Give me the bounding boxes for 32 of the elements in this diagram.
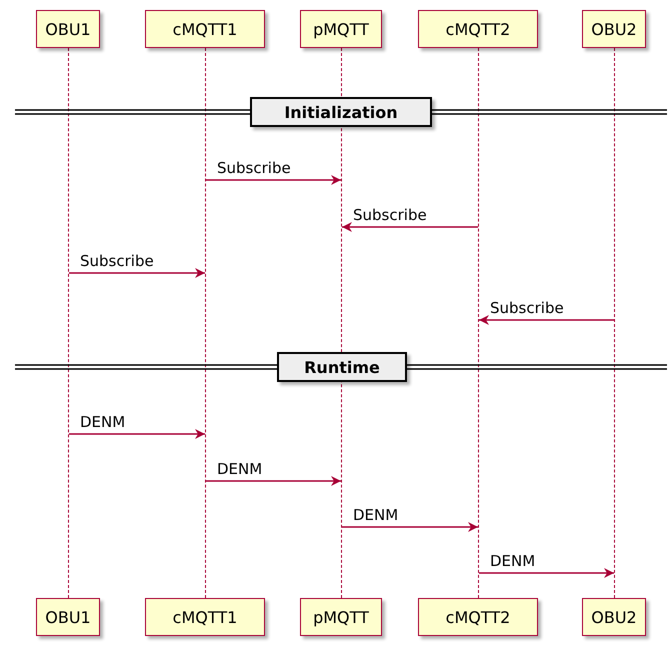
- message-label: Subscribe: [353, 206, 427, 224]
- participant-box: OBU1: [36, 598, 100, 636]
- message-label: DENM: [490, 552, 536, 570]
- message-arrow: [479, 568, 614, 578]
- message-label: DENM: [80, 413, 126, 431]
- lifeline: [205, 48, 206, 598]
- participant-box: cMQTT1: [145, 10, 265, 48]
- lifeline: [478, 48, 479, 598]
- message-label: Subscribe: [490, 299, 564, 317]
- participant-box: cMQTT2: [418, 10, 538, 48]
- message-label: Subscribe: [80, 252, 154, 270]
- message-arrow: [206, 175, 341, 185]
- message-arrow: [206, 476, 341, 486]
- message-arrow: [479, 315, 614, 325]
- message-arrow: [342, 222, 478, 232]
- lifeline: [68, 48, 69, 598]
- section-header: Initialization: [250, 97, 432, 127]
- participant-box: OBU2: [582, 10, 646, 48]
- message-arrow: [69, 429, 205, 439]
- participant-box: OBU2: [582, 598, 646, 636]
- participant-box: pMQTT: [300, 598, 382, 636]
- message-label: Subscribe: [217, 159, 291, 177]
- participant-box: OBU1: [36, 10, 100, 48]
- message-label: DENM: [217, 460, 262, 478]
- message-arrow: [342, 522, 478, 532]
- message-arrow: [69, 268, 205, 278]
- message-label: DENM: [353, 506, 398, 524]
- lifeline: [614, 48, 615, 598]
- participant-box: pMQTT: [300, 10, 382, 48]
- section-header: Runtime: [277, 352, 407, 382]
- participant-box: cMQTT1: [145, 598, 265, 636]
- participant-box: cMQTT2: [418, 598, 538, 636]
